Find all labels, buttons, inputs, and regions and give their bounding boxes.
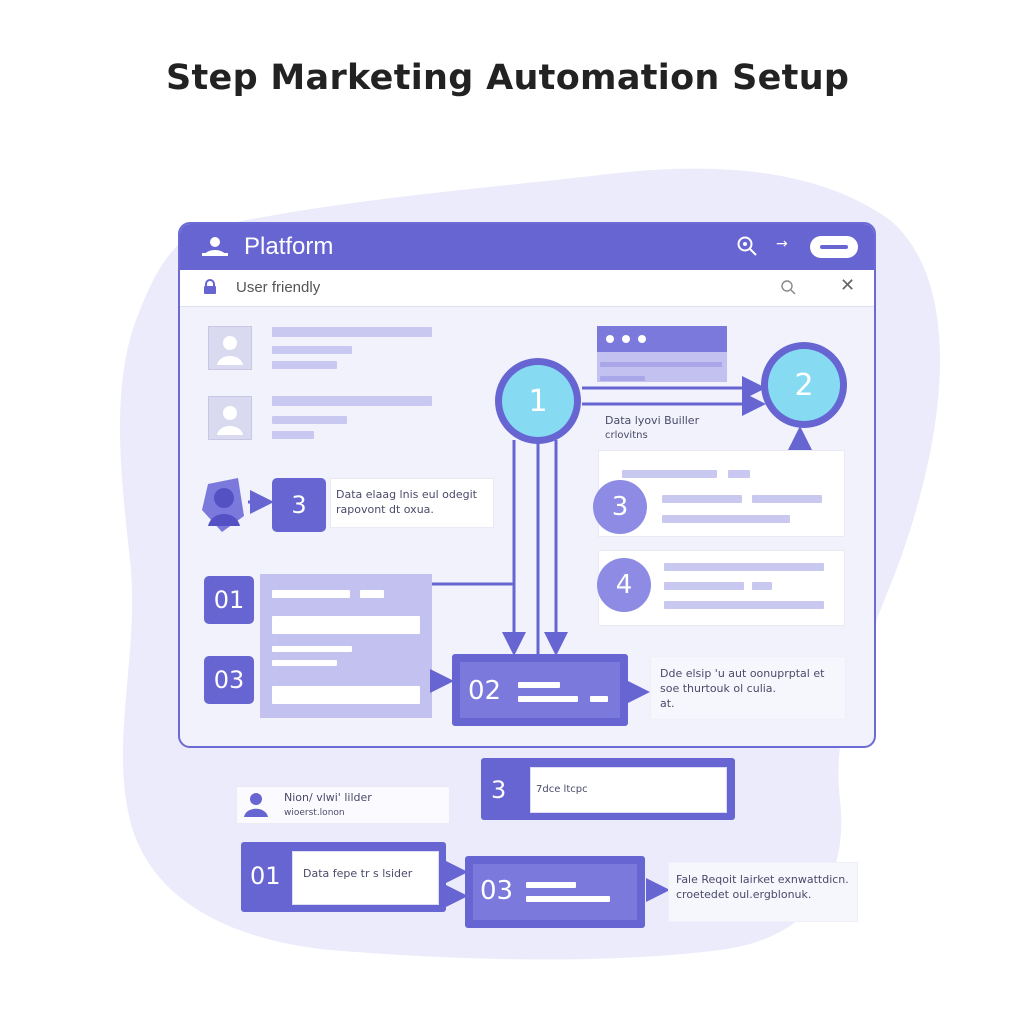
step-circle: 2 bbox=[768, 349, 840, 421]
placeholder-line bbox=[526, 896, 610, 902]
search-icon[interactable] bbox=[780, 279, 796, 295]
step-box-inner bbox=[473, 864, 637, 920]
placeholder-line bbox=[272, 431, 314, 439]
step-card bbox=[330, 478, 494, 528]
placeholder-line bbox=[272, 590, 350, 598]
right-caption-line1: Dde elsip 'u aut oonuprptal et bbox=[660, 667, 825, 680]
step-circle: 1 bbox=[502, 365, 574, 437]
placeholder-line bbox=[272, 396, 432, 406]
step-field[interactable] bbox=[292, 851, 439, 905]
page-title: Step Marketing Automation Setup bbox=[166, 58, 850, 98]
arrow-icon[interactable]: → bbox=[776, 236, 788, 252]
avatar bbox=[208, 326, 252, 370]
caption-card bbox=[668, 862, 858, 922]
step-circle: 3 bbox=[593, 480, 647, 534]
dot-icon bbox=[606, 335, 614, 343]
step-field[interactable] bbox=[530, 767, 727, 813]
address-bar: User friendly ✕ bbox=[180, 270, 874, 307]
placeholder-line bbox=[600, 362, 722, 367]
dot-icon bbox=[638, 335, 646, 343]
placeholder-line bbox=[590, 696, 608, 702]
builder-caption-line2: crlovitns bbox=[605, 430, 648, 441]
placeholder-line bbox=[518, 696, 578, 702]
user-icon bbox=[202, 237, 228, 256]
step-badge: 01 bbox=[204, 576, 254, 624]
lower-01-label: Data fepe tr s lsider bbox=[303, 867, 413, 880]
step-circle: 4 bbox=[597, 558, 651, 612]
lock-icon bbox=[204, 279, 216, 294]
final-caption-line1: Fale Reqoit lairket exnwattdicn. bbox=[676, 873, 849, 886]
placeholder-line bbox=[600, 376, 645, 381]
step-badge: 3 bbox=[272, 478, 326, 532]
menu-toggle-button[interactable] bbox=[810, 236, 858, 258]
avatar bbox=[208, 396, 252, 440]
address-text[interactable]: User friendly bbox=[236, 279, 321, 296]
window-title: Platform bbox=[244, 233, 334, 260]
placeholder-line bbox=[272, 327, 432, 337]
builder-caption-line1: Data lyovi Builler bbox=[605, 414, 700, 427]
placeholder-line bbox=[728, 470, 750, 478]
right-caption-line3: at. bbox=[660, 697, 675, 710]
step-box-inner bbox=[460, 662, 620, 718]
step3-caption-line2: rapovont dt oxua. bbox=[336, 503, 434, 516]
final-caption-line2: croetedet oul.ergblonuk. bbox=[676, 888, 812, 901]
placeholder-line bbox=[360, 590, 384, 598]
search-icon[interactable] bbox=[736, 235, 758, 257]
form-field[interactable] bbox=[272, 616, 420, 634]
step-number: 3 bbox=[491, 776, 507, 804]
placeholder-line bbox=[664, 601, 824, 609]
person-icon bbox=[244, 793, 268, 817]
placeholder-line bbox=[272, 416, 347, 424]
placeholder-line bbox=[664, 582, 744, 590]
step-number: 02 bbox=[468, 676, 502, 706]
mini-browser-header bbox=[597, 326, 727, 352]
person-icon bbox=[217, 406, 243, 435]
caption-card bbox=[650, 656, 846, 720]
window-titlebar: Platform → bbox=[180, 224, 874, 270]
placeholder-line bbox=[662, 515, 790, 523]
step-badge: 03 bbox=[204, 656, 254, 704]
dot-icon bbox=[622, 335, 630, 343]
step3-caption-line1: Data elaag lnis eul odegit bbox=[336, 488, 477, 501]
right-caption-line2: soe thurtouk ol culia. bbox=[660, 682, 777, 695]
placeholder-line bbox=[752, 495, 822, 503]
placeholder-line bbox=[662, 495, 742, 503]
person-icon bbox=[217, 336, 243, 365]
builder-card-line1: Nion/ vlwi' lilder bbox=[284, 791, 372, 804]
builder-card-line2: wioerst.lonon bbox=[284, 808, 345, 818]
placeholder-line bbox=[518, 682, 560, 688]
close-icon[interactable]: ✕ bbox=[840, 275, 856, 296]
placeholder-line bbox=[272, 646, 352, 652]
placeholder-line bbox=[752, 582, 772, 590]
builder-card bbox=[236, 786, 450, 824]
lower-3-label: 7dce ltcpc bbox=[536, 784, 588, 795]
step-number: 03 bbox=[480, 876, 514, 906]
placeholder-line bbox=[272, 361, 337, 369]
placeholder-line bbox=[272, 660, 337, 666]
placeholder-line bbox=[272, 346, 352, 354]
user-group-icon bbox=[202, 478, 244, 532]
placeholder-line bbox=[664, 563, 824, 571]
placeholder-line bbox=[622, 470, 717, 478]
placeholder-line bbox=[526, 882, 576, 888]
form-field[interactable] bbox=[272, 686, 420, 704]
step-number: 01 bbox=[250, 862, 281, 890]
